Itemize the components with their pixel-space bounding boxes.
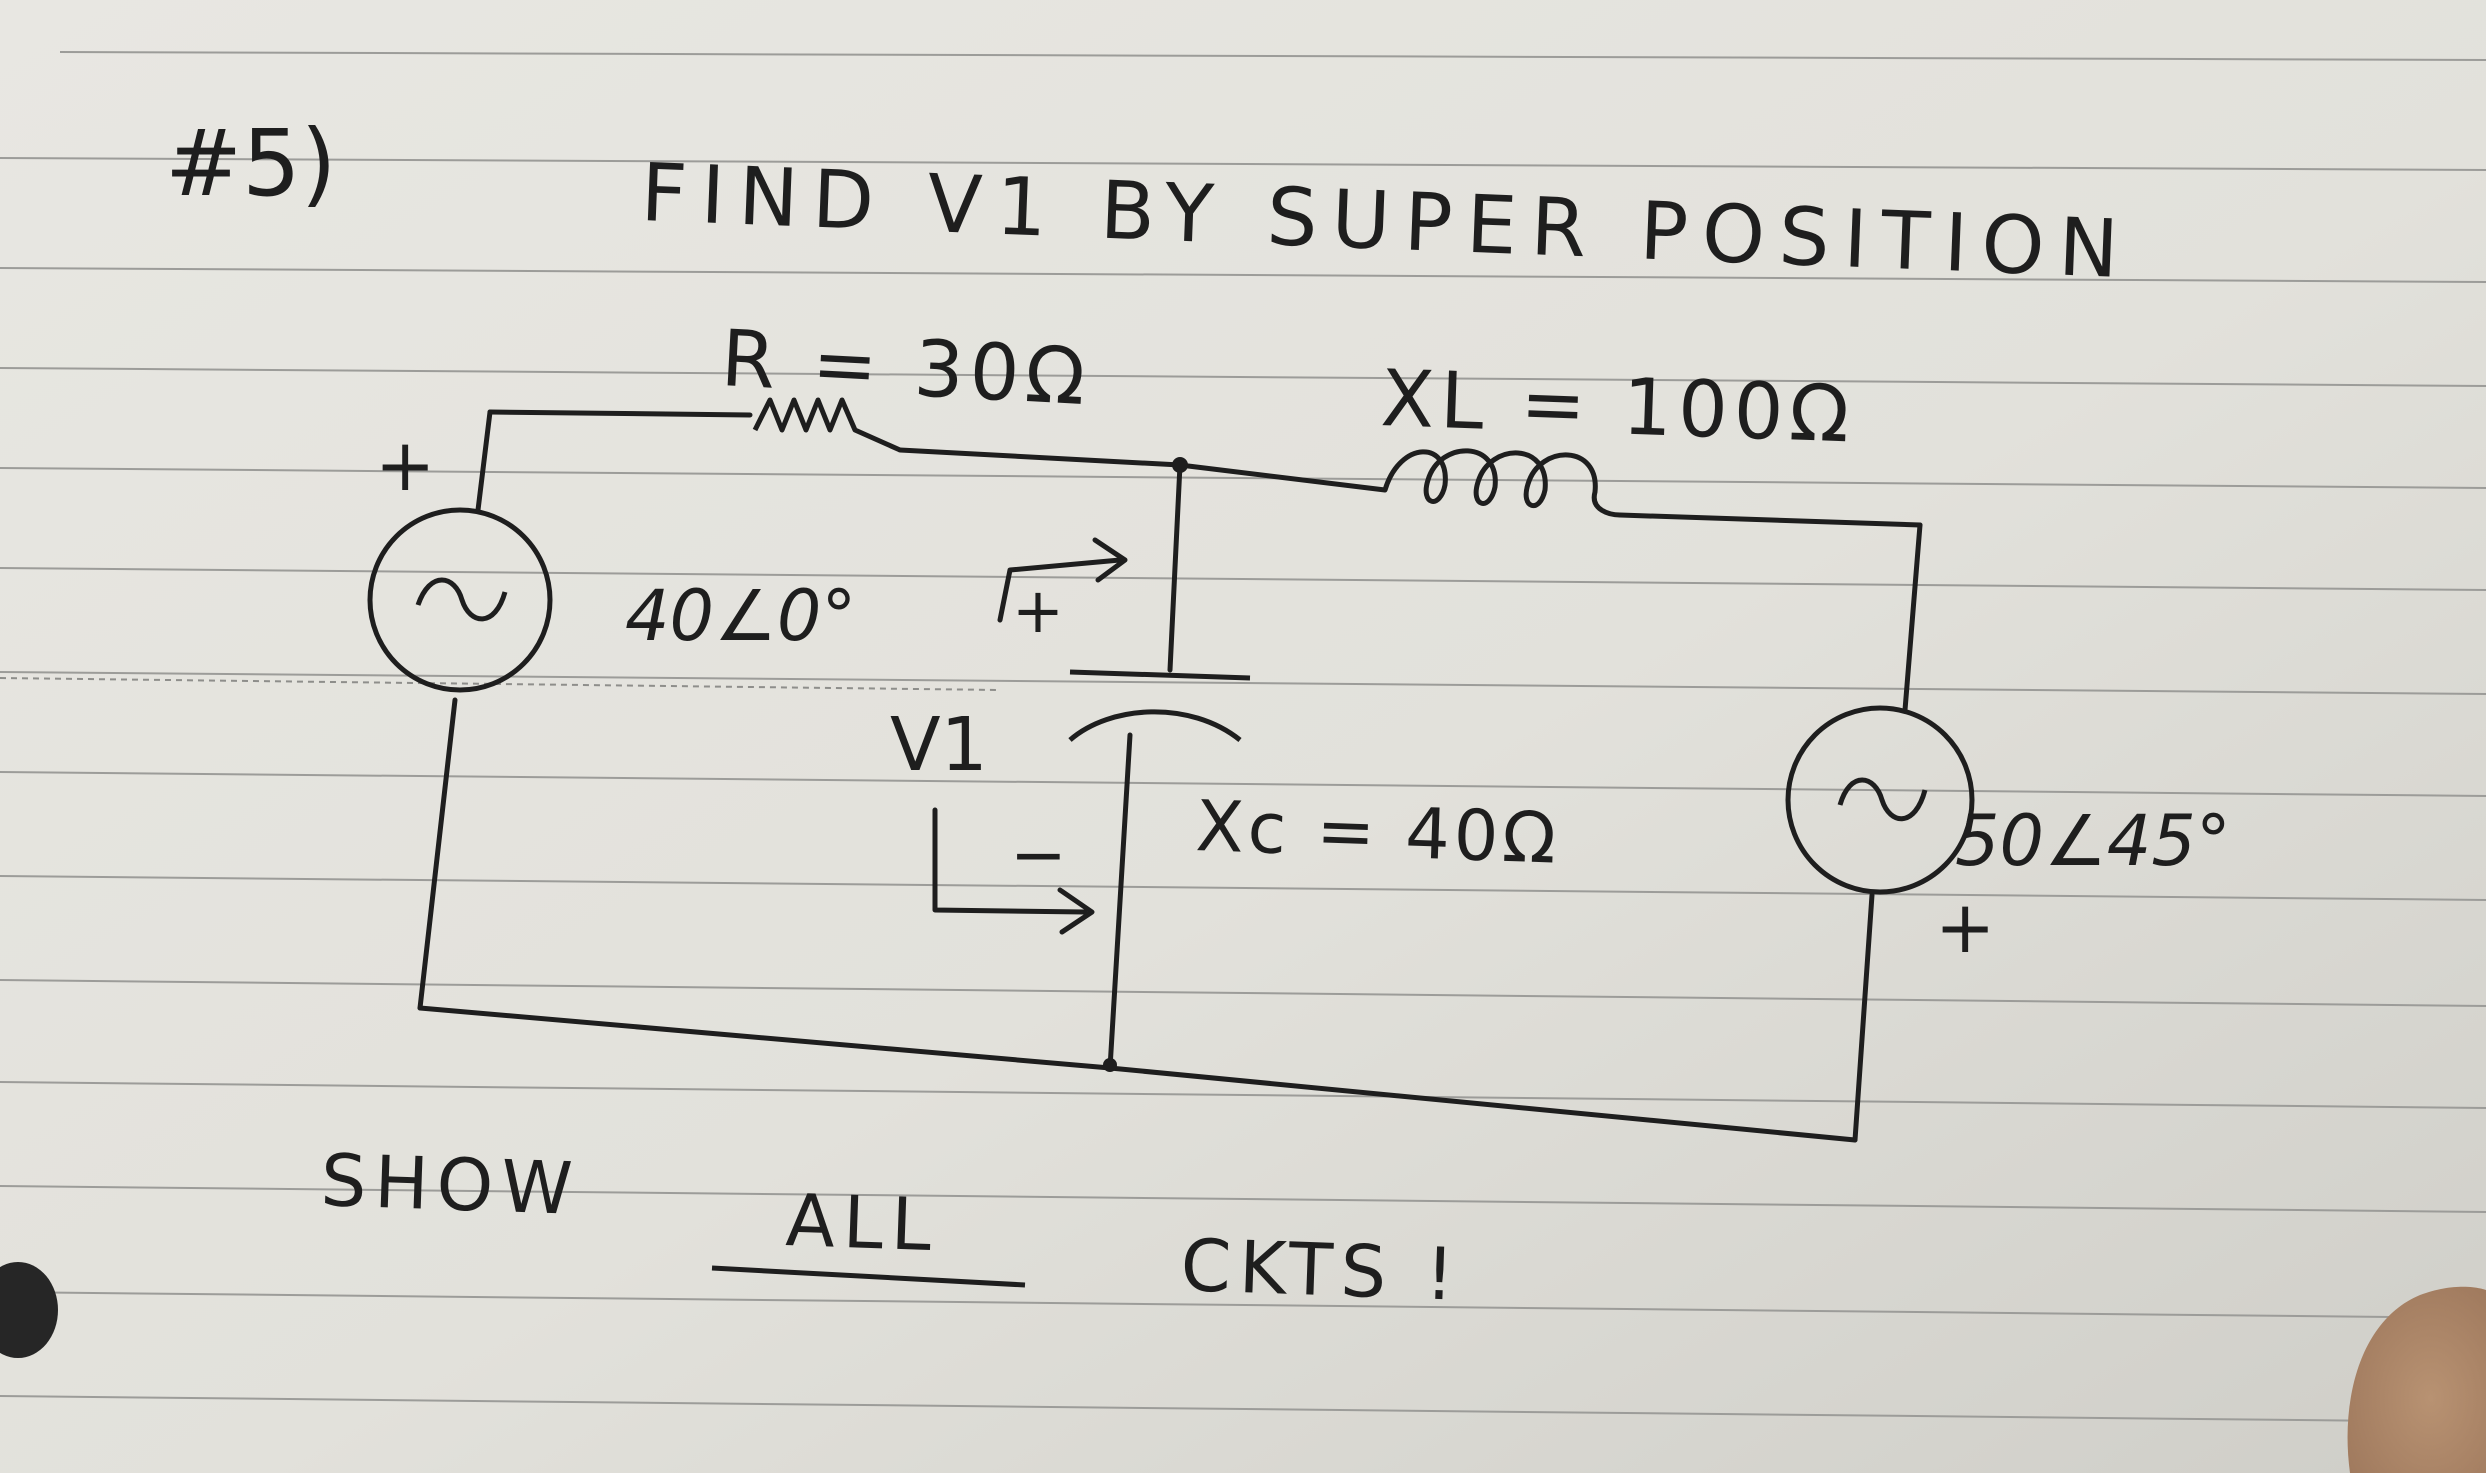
capacitor-bottom-plate [1068, 709, 1242, 742]
inductor-label: XL = 100Ω [1379, 354, 1856, 460]
dashed-rule [0, 677, 1001, 691]
capacitor-top-plate [1069, 669, 1251, 681]
footer-show: SHOW [319, 1138, 581, 1231]
v1-plus-sign: + [1012, 574, 1064, 647]
v1-minus-sign: − [1010, 816, 1067, 895]
source-2-value: 50∠45° [1955, 800, 2231, 882]
footer-all-underline [711, 1265, 1026, 1288]
ruled-lines [0, 51, 2486, 1423]
footer-ckts: CKTS ! [1179, 1223, 1463, 1317]
source-2-polarity: + [1935, 885, 1995, 969]
source-1-polarity: + [375, 423, 435, 507]
node-bottom [1103, 1058, 1117, 1072]
source-1 [367, 507, 553, 693]
binder-hole [0, 1262, 58, 1358]
node-top [1172, 457, 1188, 473]
v1-label: V1 [890, 702, 988, 788]
capacitor-label: Xc = 40Ω [1194, 785, 1561, 880]
resistor-label: R = 30Ω [719, 314, 1093, 423]
source-2 [1785, 705, 1975, 895]
source-1-value: 40∠0° [625, 575, 856, 657]
v1-arrows [932, 537, 1128, 935]
thumb [2347, 1286, 2486, 1473]
resistor [752, 397, 902, 453]
problem-number: #5) [165, 110, 337, 217]
footer-all: ALL [784, 1178, 940, 1267]
inductor [1382, 448, 1621, 518]
